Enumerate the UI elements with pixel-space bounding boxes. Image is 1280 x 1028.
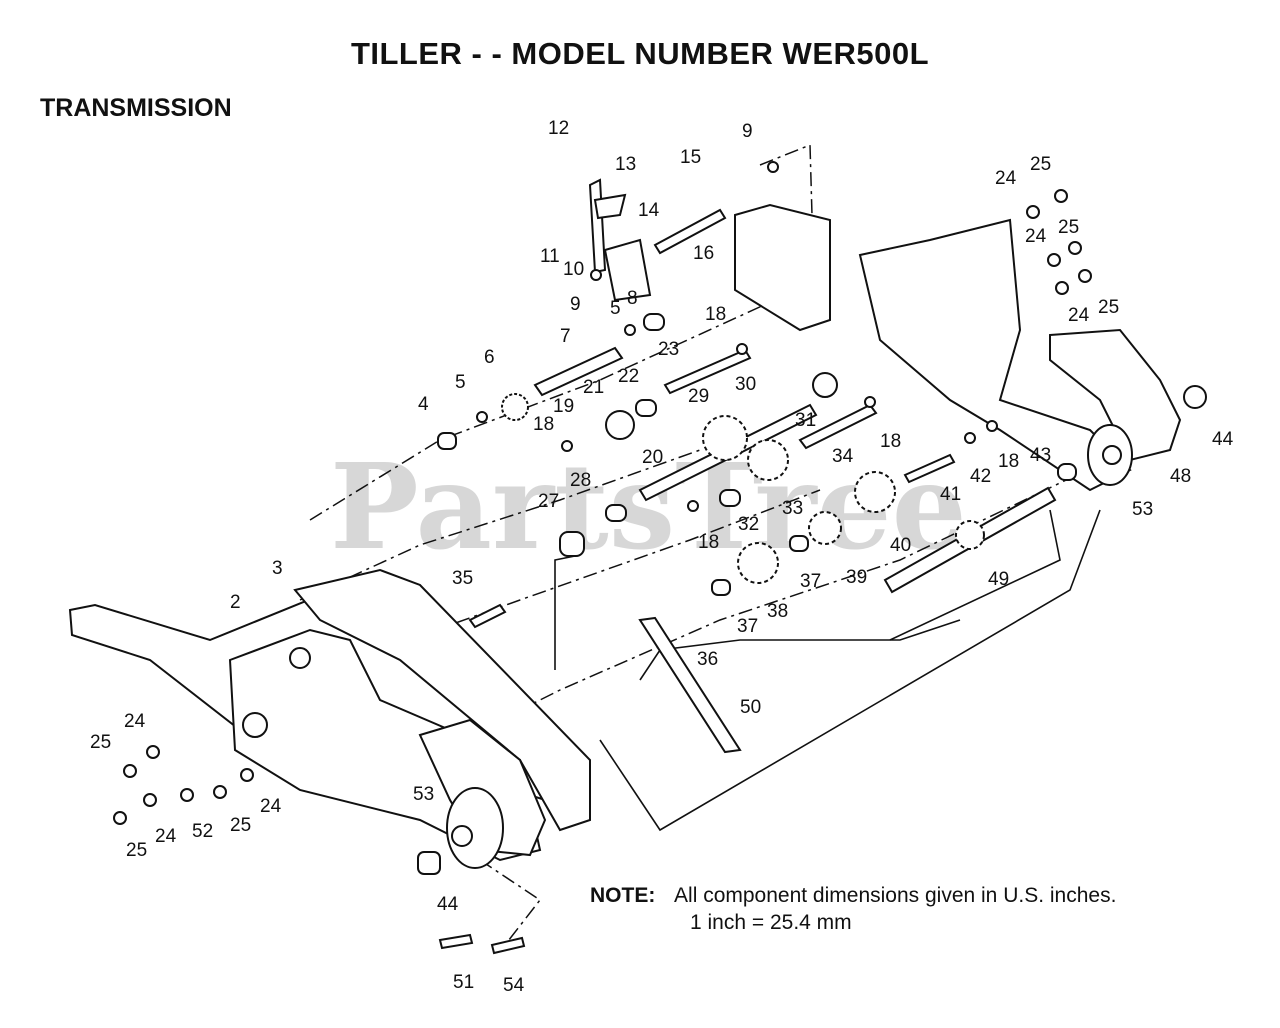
callout: 4 (418, 394, 429, 415)
callout: 51 (453, 972, 474, 993)
callout: 7 (560, 326, 571, 347)
callout: 3 (272, 558, 283, 579)
callout: 5 (455, 372, 466, 393)
callout: 18 (705, 304, 726, 325)
callout: 20 (642, 447, 663, 468)
callout: 43 (1030, 445, 1051, 466)
gears-and-sprockets (501, 372, 985, 584)
callout: 49 (988, 569, 1009, 590)
callout: 44 (1212, 429, 1234, 450)
callout: 52 (192, 821, 213, 842)
callout: 24 (1025, 226, 1047, 247)
callout: 16 (693, 243, 714, 264)
note: NOTE: All component dimensions given in … (590, 884, 1116, 908)
callout: 30 (735, 374, 756, 395)
callout: 54 (503, 975, 525, 996)
callout: 9 (742, 121, 753, 142)
callout: 12 (548, 118, 569, 139)
callout: 25 (126, 840, 147, 861)
callout: 15 (680, 147, 701, 168)
callout: 24 (995, 168, 1017, 189)
callout: 44 (437, 894, 459, 915)
note-label: NOTE: (590, 884, 656, 907)
callout: 34 (832, 446, 854, 467)
callout: 48 (1170, 466, 1191, 487)
callout: 37 (737, 616, 758, 637)
callout: 14 (638, 200, 660, 221)
callout: 5 (610, 298, 621, 319)
callout: 25 (1058, 217, 1079, 238)
callout: 24 (124, 711, 146, 732)
callout: 21 (583, 377, 604, 398)
callout: 33 (782, 498, 803, 519)
callout: 38 (767, 601, 788, 622)
callout: 24 (260, 796, 282, 817)
callout: 23 (658, 339, 679, 360)
bearings-and-fasteners (417, 161, 1077, 955)
callout: 2 (230, 592, 241, 613)
callout: 6 (484, 347, 495, 368)
frame-plate-3 (293, 568, 591, 832)
callout: 9 (570, 294, 581, 315)
callout: 39 (846, 567, 867, 588)
callout: 25 (90, 732, 111, 753)
callout: 28 (570, 470, 591, 491)
callout: 18 (998, 451, 1019, 472)
callouts: 12 13 15 9 24 25 24 25 24 25 24 14 11 10… (90, 118, 1234, 996)
callout: 10 (563, 259, 584, 280)
callout: 13 (615, 154, 636, 175)
note-line1: All component dimensions given in U.S. i… (674, 884, 1117, 907)
page-title: TILLER - - MODEL NUMBER WER500L (350, 36, 930, 71)
callout: 18 (880, 431, 901, 452)
watermark-text: PartsTree (330, 437, 967, 576)
callout: 25 (230, 815, 251, 836)
drive-belt (638, 616, 742, 754)
callout: 37 (800, 571, 821, 592)
callout: 18 (533, 414, 554, 435)
callout: 41 (940, 484, 961, 505)
callout: 24 (1068, 305, 1090, 326)
left-frame-assembly (68, 568, 591, 869)
callout: 8 (627, 288, 638, 309)
callout: 22 (618, 366, 639, 387)
callout: 31 (795, 410, 816, 431)
callout: 53 (413, 784, 434, 805)
callout: 35 (452, 568, 473, 589)
section-title: TRANSMISSION (40, 94, 232, 122)
callout: 40 (890, 535, 911, 556)
callout: 53 (1132, 499, 1153, 520)
callout: 25 (1030, 154, 1051, 175)
callout: 24 (155, 826, 177, 847)
callout: 42 (970, 466, 991, 487)
callout: 32 (738, 514, 759, 535)
callout: 27 (538, 491, 559, 512)
note-line2: 1 inch = 25.4 mm (690, 911, 852, 934)
frame-hardware (113, 189, 1092, 825)
callout: 25 (1098, 297, 1119, 318)
callout: 19 (553, 396, 574, 417)
callout: 29 (688, 386, 709, 407)
callout: 36 (697, 649, 718, 670)
callout: 50 (740, 697, 761, 718)
callout: 11 (540, 246, 560, 267)
right-frame-assembly (734, 203, 1207, 492)
callout: 18 (698, 532, 719, 553)
